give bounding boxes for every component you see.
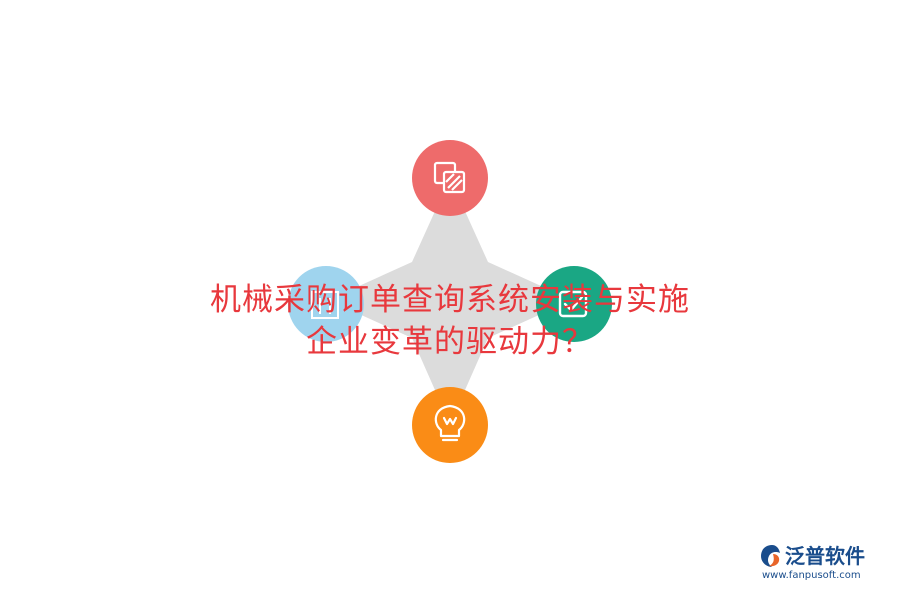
node-left [288, 266, 364, 342]
title-line-1: 机械采购订单查询系统安装与实施 [210, 282, 690, 318]
lightbulb-icon [434, 404, 466, 442]
logo-name: 泛普软件 [785, 544, 865, 568]
title-line-2: 企业变革的驱动力？ [306, 324, 594, 360]
logo-url: www.fanpusoft.com [762, 570, 861, 581]
check-icon [558, 290, 588, 318]
node-right [536, 266, 612, 342]
node-bottom [412, 387, 488, 463]
layers-icon [433, 161, 466, 194]
brand-logo: 泛普软件 www.fanpusoft.com [758, 542, 890, 586]
node-top [412, 140, 488, 216]
star-shape [328, 178, 572, 424]
fanpu-logo-icon [761, 545, 780, 567]
building-icon [311, 291, 339, 319]
